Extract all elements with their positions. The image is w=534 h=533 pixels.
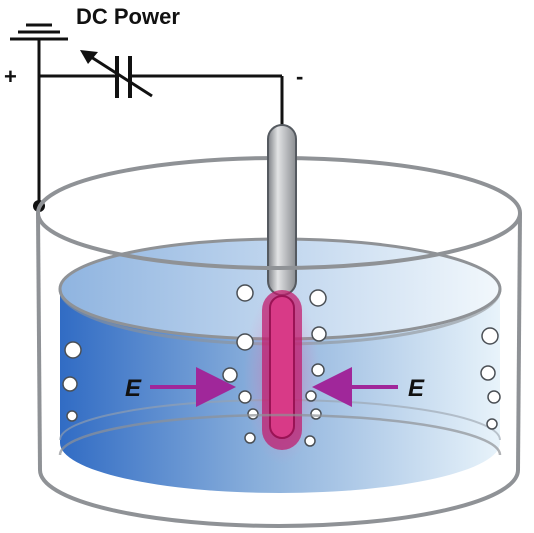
power-label: DC Power bbox=[76, 4, 180, 29]
bubble bbox=[487, 390, 501, 404]
bubble bbox=[62, 376, 78, 392]
container-wall-right bbox=[516, 212, 522, 471]
bubble bbox=[66, 410, 78, 422]
bubble bbox=[480, 365, 496, 381]
bubble bbox=[236, 333, 254, 351]
container-front-rim bbox=[36, 212, 522, 270]
bubble bbox=[310, 408, 322, 420]
bubble bbox=[238, 390, 252, 404]
bubble bbox=[64, 341, 82, 359]
container-front bbox=[36, 212, 522, 528]
bubble bbox=[304, 435, 316, 447]
field-label-left: E bbox=[125, 375, 142, 402]
bubble bbox=[305, 390, 317, 402]
ground-symbol-icon bbox=[10, 23, 68, 41]
bubble bbox=[311, 326, 327, 342]
bubble bbox=[309, 289, 327, 307]
container-wall-left bbox=[36, 212, 42, 471]
container-base-back bbox=[58, 413, 502, 456]
circuit bbox=[10, 23, 284, 206]
electrode-tip bbox=[269, 295, 295, 439]
positive-terminal-label: + bbox=[4, 64, 17, 89]
variable-capacitor-icon bbox=[80, 50, 153, 98]
bubble bbox=[311, 363, 325, 377]
bubble bbox=[222, 367, 238, 383]
field-label-right: E bbox=[408, 375, 425, 402]
bubble bbox=[481, 327, 499, 345]
container-base-front bbox=[38, 469, 520, 528]
bubble bbox=[236, 284, 254, 302]
bubble bbox=[486, 418, 498, 430]
bubble bbox=[244, 432, 256, 444]
negative-terminal-label: - bbox=[296, 64, 303, 89]
